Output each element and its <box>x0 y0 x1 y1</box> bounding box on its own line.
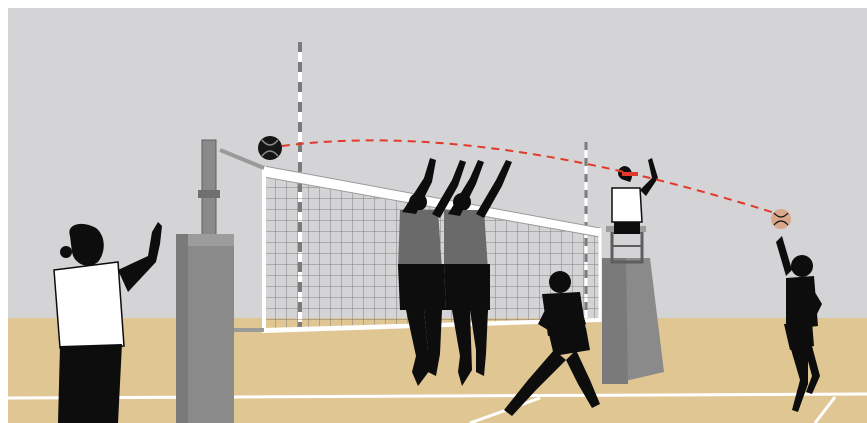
ball-at-net <box>258 136 282 160</box>
ball-at-server <box>771 209 791 229</box>
